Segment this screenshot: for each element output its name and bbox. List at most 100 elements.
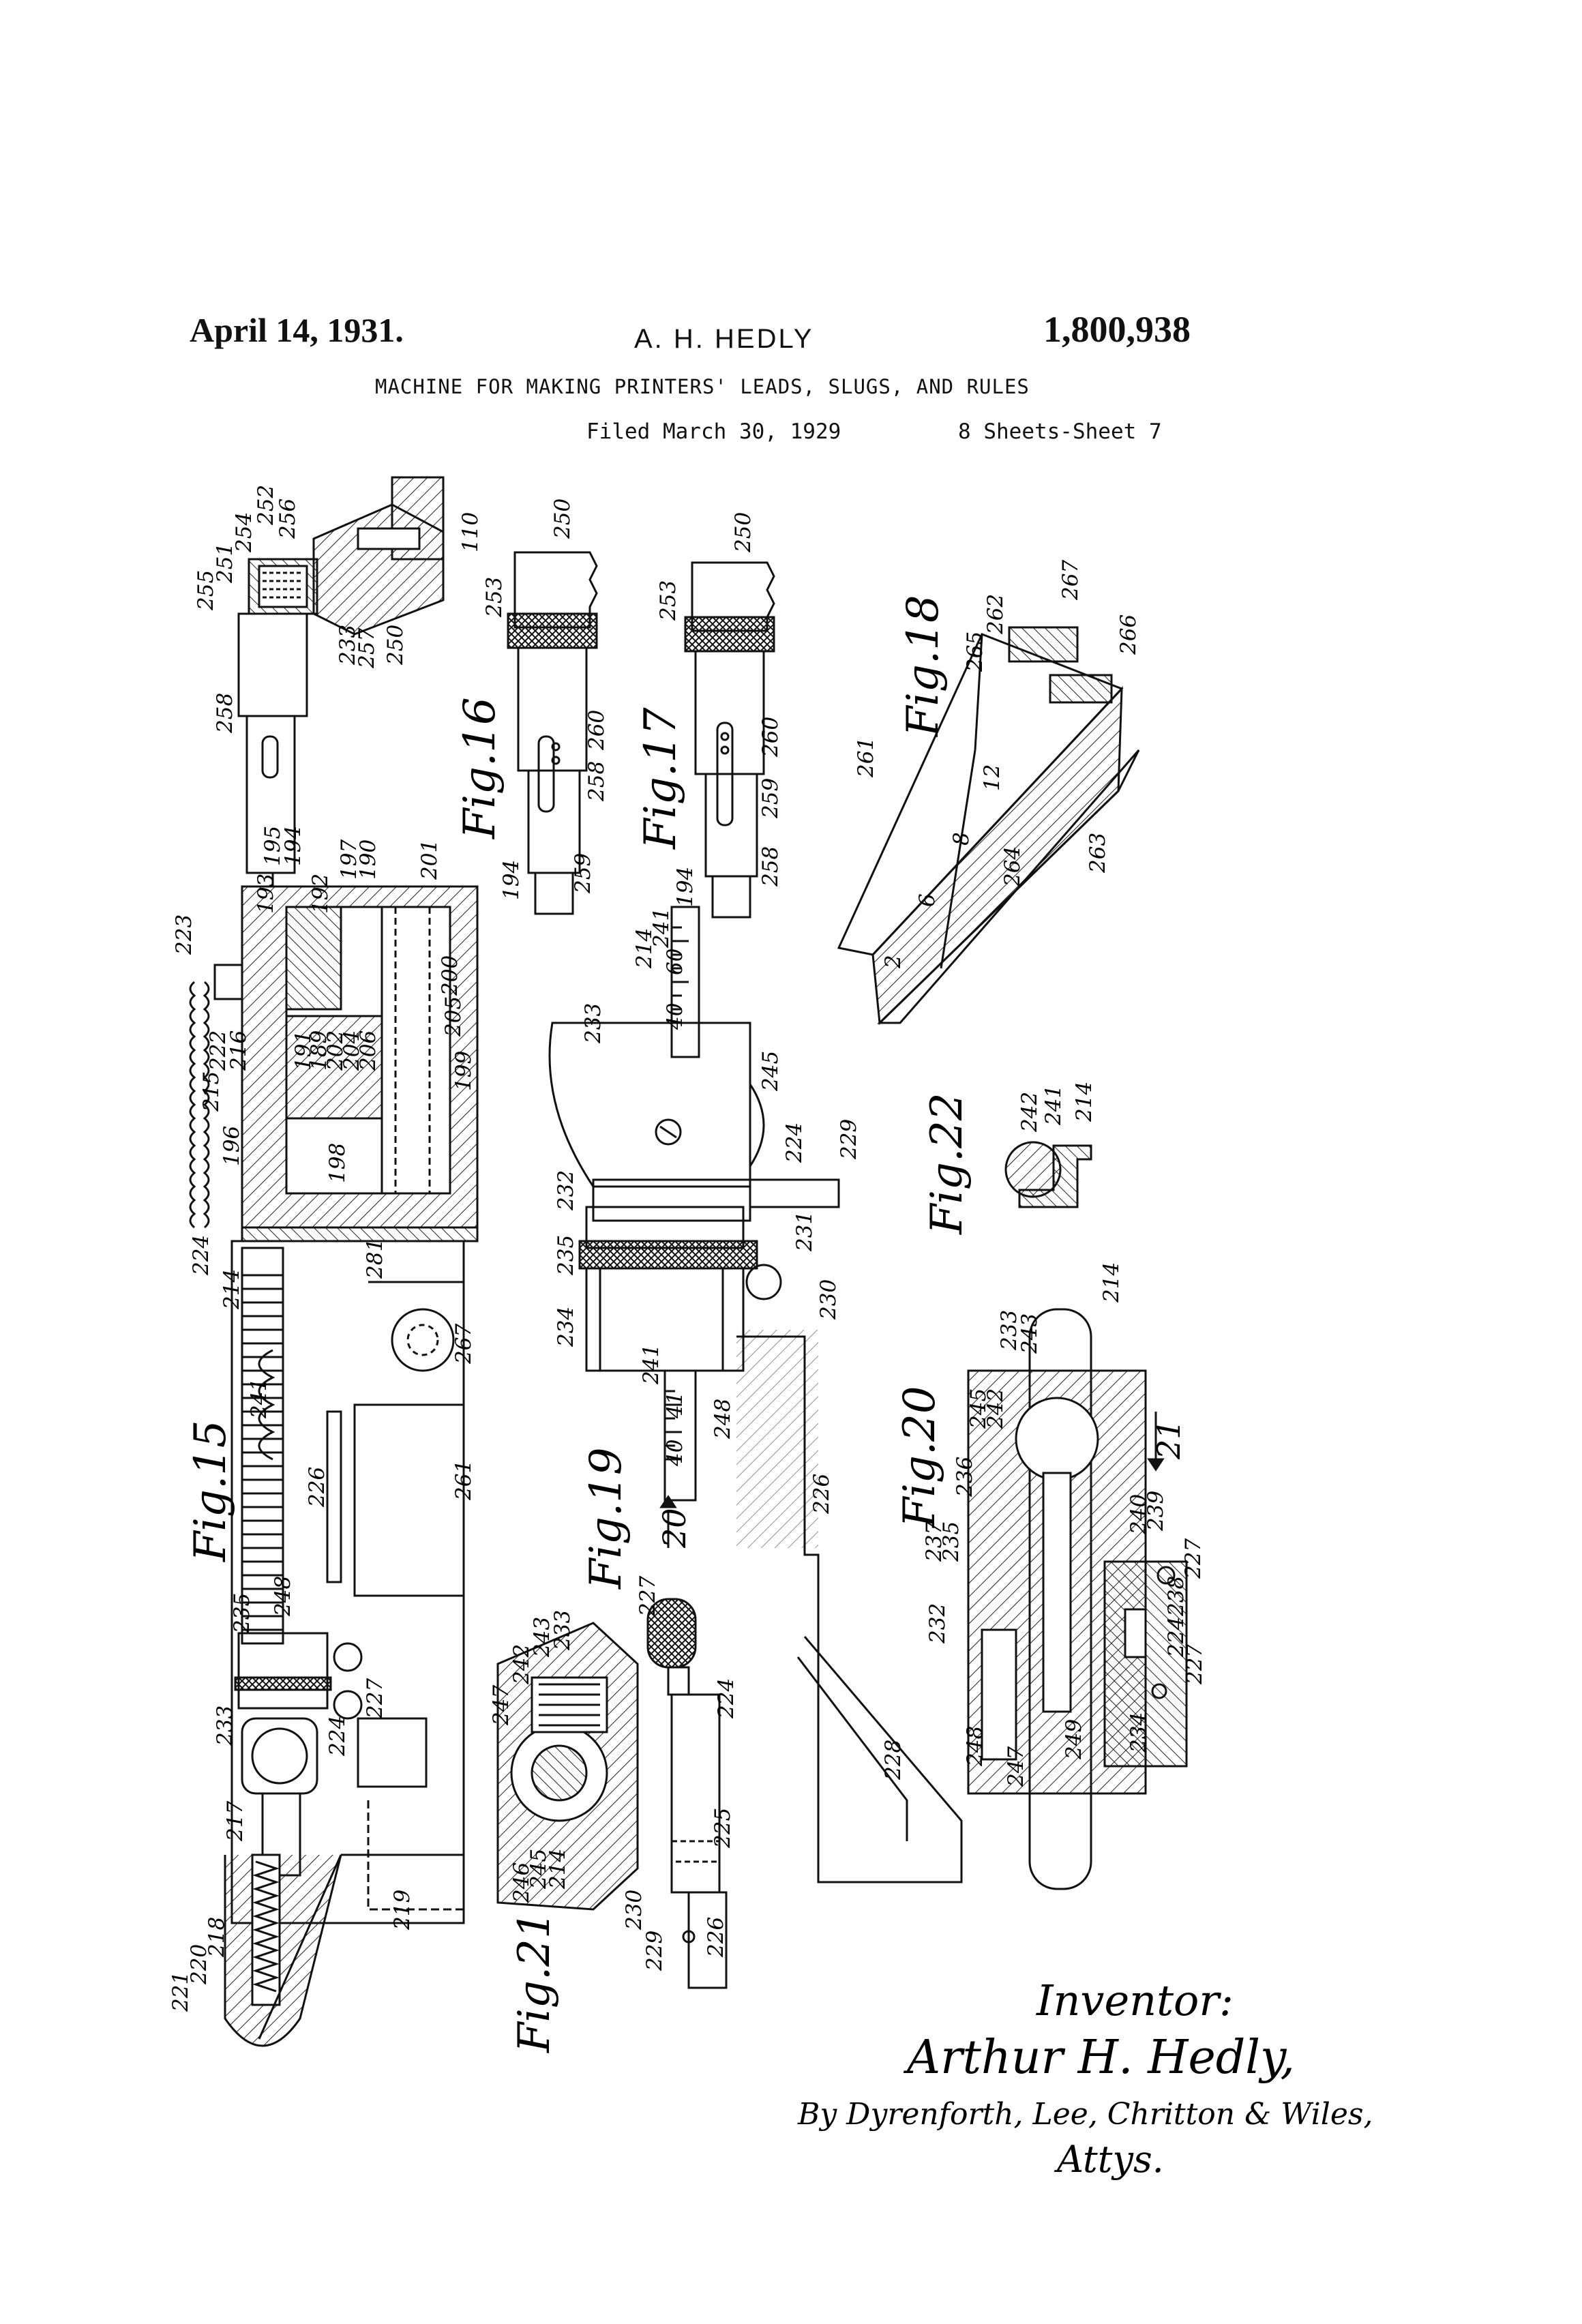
ref-numeral: 217 xyxy=(223,1801,248,1842)
ref-numeral: 224 xyxy=(782,1122,807,1163)
ref-numeral: 260 xyxy=(584,710,609,751)
scale-mark: 41 xyxy=(663,1392,687,1419)
section-mark: 20 xyxy=(656,1508,693,1549)
rule-number: 8 xyxy=(949,832,974,846)
ref-numeral: 235 xyxy=(554,1235,578,1276)
ref-numeral: 226 xyxy=(704,1917,728,1958)
ref-numeral: 214 xyxy=(220,1269,244,1310)
ref-numeral: 235 xyxy=(230,1593,254,1634)
ref-numeral: 259 xyxy=(758,778,783,819)
inventor-signature: Arthur H. Hedly, xyxy=(903,2031,1295,2085)
fig-15-numerals: 255 251 254 252 256 233 257 250 110 258 … xyxy=(168,485,483,2012)
ref-numeral: 238 xyxy=(1164,1576,1189,1617)
attorney-signature: By Dyrenforth, Lee, Chritton & Wiles, xyxy=(797,2097,1373,2132)
inventor-label: Inventor: xyxy=(1036,1976,1234,2025)
ref-numeral: 253 xyxy=(482,577,507,618)
ref-numeral: 227 xyxy=(1182,1644,1207,1685)
ref-numeral: 214 xyxy=(1099,1262,1124,1303)
fig-16-label: Fig.16 xyxy=(455,697,505,839)
ref-numeral: 224 xyxy=(189,1235,213,1276)
ref-numeral: 199 xyxy=(451,1051,476,1091)
ref-numeral: 247 xyxy=(1004,1746,1028,1787)
ref-numeral: 242 xyxy=(509,1644,534,1685)
ref-numeral: 194 xyxy=(281,826,305,866)
ref-numeral: 263 xyxy=(1086,833,1110,874)
ref-numeral: 231 xyxy=(792,1211,817,1252)
scale-mark: 40 xyxy=(663,1440,687,1467)
ref-numeral: 230 xyxy=(816,1279,841,1320)
rule-number: 12 xyxy=(980,764,1004,791)
ref-numeral: 205 xyxy=(441,996,466,1037)
ref-numeral: 224 xyxy=(325,1716,350,1757)
ref-numeral: 196 xyxy=(220,1126,244,1166)
ref-numeral: 243 xyxy=(1017,1313,1042,1354)
ref-numeral: 241 xyxy=(1041,1085,1066,1126)
ref-numeral: 261 xyxy=(451,1460,476,1501)
ref-numeral: 227 xyxy=(363,1678,387,1719)
fig-22-drawing xyxy=(1006,1142,1091,1207)
ref-numeral: 265 xyxy=(963,631,987,672)
ref-numeral: 214 xyxy=(546,1849,570,1890)
ref-numeral: 250 xyxy=(383,625,408,666)
ref-numeral: 224 xyxy=(714,1678,738,1719)
fig-21-label: Fig.21 xyxy=(509,1911,560,2053)
fig-18-label: Fig.18 xyxy=(898,595,949,737)
ref-numeral: 247 xyxy=(489,1685,513,1726)
ref-numeral: 200 xyxy=(438,955,462,996)
ref-numeral: 248 xyxy=(711,1399,735,1440)
ref-numeral: 239 xyxy=(1144,1491,1168,1532)
ref-numeral: 190 xyxy=(356,839,380,880)
fig-15-label: Fig.15 xyxy=(185,1420,236,1562)
ref-numeral: 229 xyxy=(642,1931,667,1971)
ref-numeral: 229 xyxy=(837,1119,861,1160)
ref-numeral: 215 xyxy=(199,1071,224,1112)
ref-numeral: 194 xyxy=(499,860,524,900)
ref-numeral: 248 xyxy=(963,1726,987,1767)
ref-numeral: 245 xyxy=(758,1051,783,1092)
ref-numeral: 264 xyxy=(1000,846,1025,887)
fig-17-label: Fig.17 xyxy=(636,707,686,850)
ref-numeral: 221 xyxy=(168,1971,193,2012)
signature-block: Inventor: Arthur H. Hedly, By Dyrenforth… xyxy=(797,1976,1373,2181)
ref-numeral: 241 xyxy=(247,1378,271,1419)
ref-numeral: 232 xyxy=(554,1170,578,1211)
fig-19-label: Fig.19 xyxy=(581,1447,631,1590)
ref-numeral: 216 xyxy=(226,1030,251,1071)
ref-numeral: 228 xyxy=(881,1740,906,1781)
ref-numeral: 281 xyxy=(363,1238,387,1279)
ref-numeral: 226 xyxy=(809,1474,834,1515)
ref-numeral: 198 xyxy=(325,1143,350,1183)
ref-numeral: 233 xyxy=(213,1705,237,1746)
ref-numeral: 235 xyxy=(939,1521,964,1562)
ref-numeral: 225 xyxy=(711,1808,735,1849)
ref-numeral: 236 xyxy=(953,1457,977,1498)
ref-numeral: 256 xyxy=(275,498,300,539)
ref-numeral: 259 xyxy=(571,853,595,894)
fig-22-numerals: 242 241 214 xyxy=(1017,1082,1096,1133)
ref-numeral: 257 xyxy=(355,628,379,669)
ref-numeral: 226 xyxy=(305,1467,329,1508)
ref-numeral: 219 xyxy=(390,1890,415,1931)
ref-numeral: 249 xyxy=(1062,1719,1086,1760)
fig-20-label: Fig.20 xyxy=(895,1386,945,1528)
ref-numeral: 223 xyxy=(172,914,196,955)
ref-numeral: 201 xyxy=(417,839,442,880)
ref-numeral: 232 xyxy=(925,1603,950,1644)
ref-numeral: 234 xyxy=(554,1307,578,1347)
ref-numeral: 230 xyxy=(622,1890,646,1931)
ref-numeral: 262 xyxy=(983,594,1008,635)
ref-numeral: 233 xyxy=(581,1003,606,1044)
ref-numeral: 258 xyxy=(213,693,237,734)
ref-numeral: 110 xyxy=(458,512,483,552)
ref-numeral: 227 xyxy=(636,1576,660,1617)
ref-numeral: 192 xyxy=(308,874,333,914)
ref-numeral: 258 xyxy=(758,846,783,887)
ref-numeral: 261 xyxy=(854,737,878,778)
ref-numeral: 258 xyxy=(584,761,609,802)
ref-numeral: 267 xyxy=(451,1324,476,1365)
ref-numeral: 241 xyxy=(639,1344,663,1385)
ref-numeral: 206 xyxy=(356,1030,380,1071)
ref-numeral: 242 xyxy=(1017,1092,1042,1133)
ref-numeral: 250 xyxy=(550,498,575,539)
